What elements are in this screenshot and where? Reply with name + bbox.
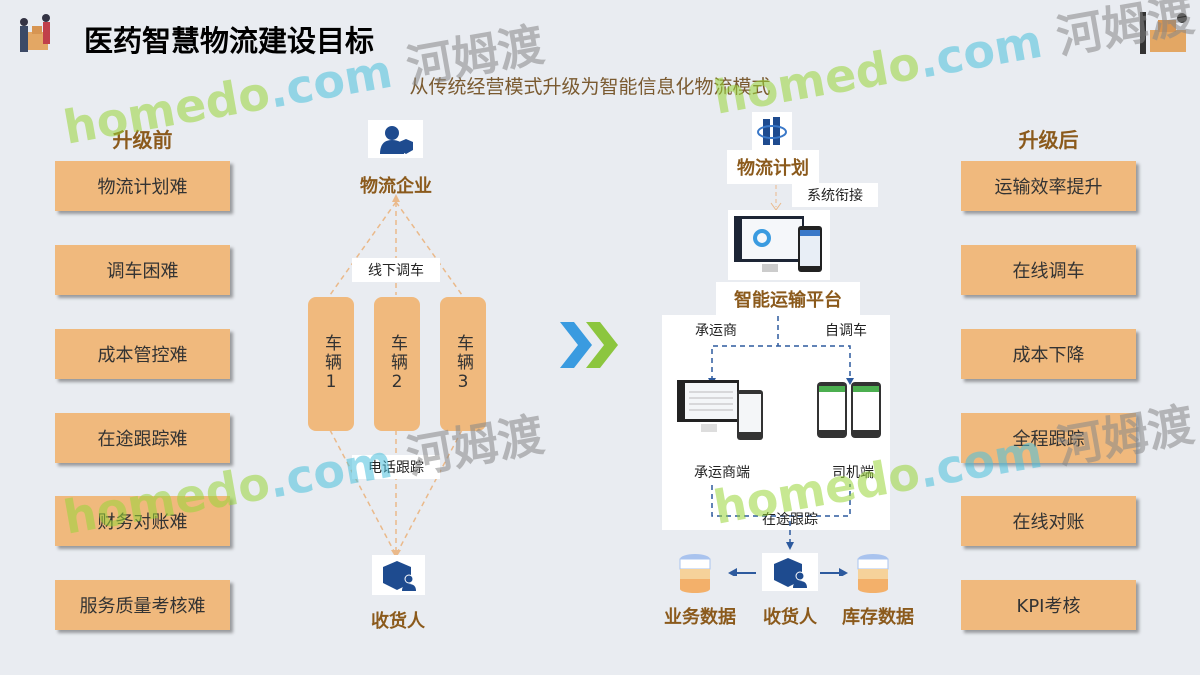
in-transit-tracking-label: 在途跟踪: [762, 512, 818, 528]
receiver-label: 收货人: [371, 611, 425, 632]
before-item: 服务质量考核难: [55, 580, 230, 630]
new-receiver-icon: [762, 553, 818, 591]
before-item: 调车困难: [55, 245, 230, 295]
page-subtitle: 从传统经营模式升级为智能信息化物流模式: [409, 76, 771, 98]
new-receiver-label: 收货人: [763, 607, 817, 628]
header-right-icon: [1138, 8, 1194, 58]
carrier-label: 承运商: [680, 318, 752, 342]
vehicle-3: 车辆3: [440, 297, 486, 431]
before-item: 物流计划难: [55, 161, 230, 211]
transform-chevron-icon: [560, 322, 618, 368]
logistics-company-icon: [368, 120, 423, 158]
phone-tracking-label: 电话跟踪: [352, 455, 440, 479]
after-item: 成本下降: [961, 329, 1136, 379]
platform-screens-image: [728, 210, 830, 280]
before-item: 财务对账难: [55, 496, 230, 546]
before-item: 成本管控难: [55, 329, 230, 379]
business-data-label: 业务数据: [664, 607, 736, 628]
carrier-terminal-image: [675, 378, 765, 442]
before-heading: 升级前: [112, 128, 173, 152]
logistics-plan-label: 物流计划: [727, 150, 819, 184]
after-item: 运输效率提升: [961, 161, 1136, 211]
after-item: 在线对账: [961, 496, 1136, 546]
business-database-icon: [678, 553, 712, 593]
old-flow-arrows: [329, 194, 463, 558]
page-title: 医药智慧物流建设目标: [84, 24, 375, 58]
inventory-data-label: 库存数据: [842, 607, 914, 628]
driver-terminal-image: [815, 380, 885, 440]
logistics-plan-icon: [752, 112, 792, 150]
before-item: 在途跟踪难: [55, 413, 230, 463]
watermark: homedo.com 河姆渡: [709, 0, 1198, 125]
inventory-database-icon: [856, 553, 890, 593]
carrier-end-label: 承运商端: [680, 460, 764, 484]
header-logo-icon: [14, 12, 56, 56]
after-item: 在线调车: [961, 245, 1136, 295]
after-item: KPI考核: [961, 580, 1136, 630]
new-flow-arrows: [708, 316, 854, 576]
driver-end-label: 司机端: [818, 460, 888, 484]
down-arrow-icon: [770, 185, 782, 211]
offline-dispatch-label: 线下调车: [352, 258, 440, 282]
vehicle-2: 车辆2: [374, 297, 420, 431]
after-item: 全程跟踪: [961, 413, 1136, 463]
vehicle-1: 车辆1: [308, 297, 354, 431]
after-heading: 升级后: [1018, 128, 1079, 152]
logistics-company-label: 物流企业: [360, 176, 432, 197]
system-link-label: 系统衔接: [792, 183, 878, 207]
platform-label: 智能运输平台: [716, 282, 860, 316]
self-dispatch-label: 自调车: [812, 318, 880, 342]
receiver-icon: [372, 555, 425, 595]
